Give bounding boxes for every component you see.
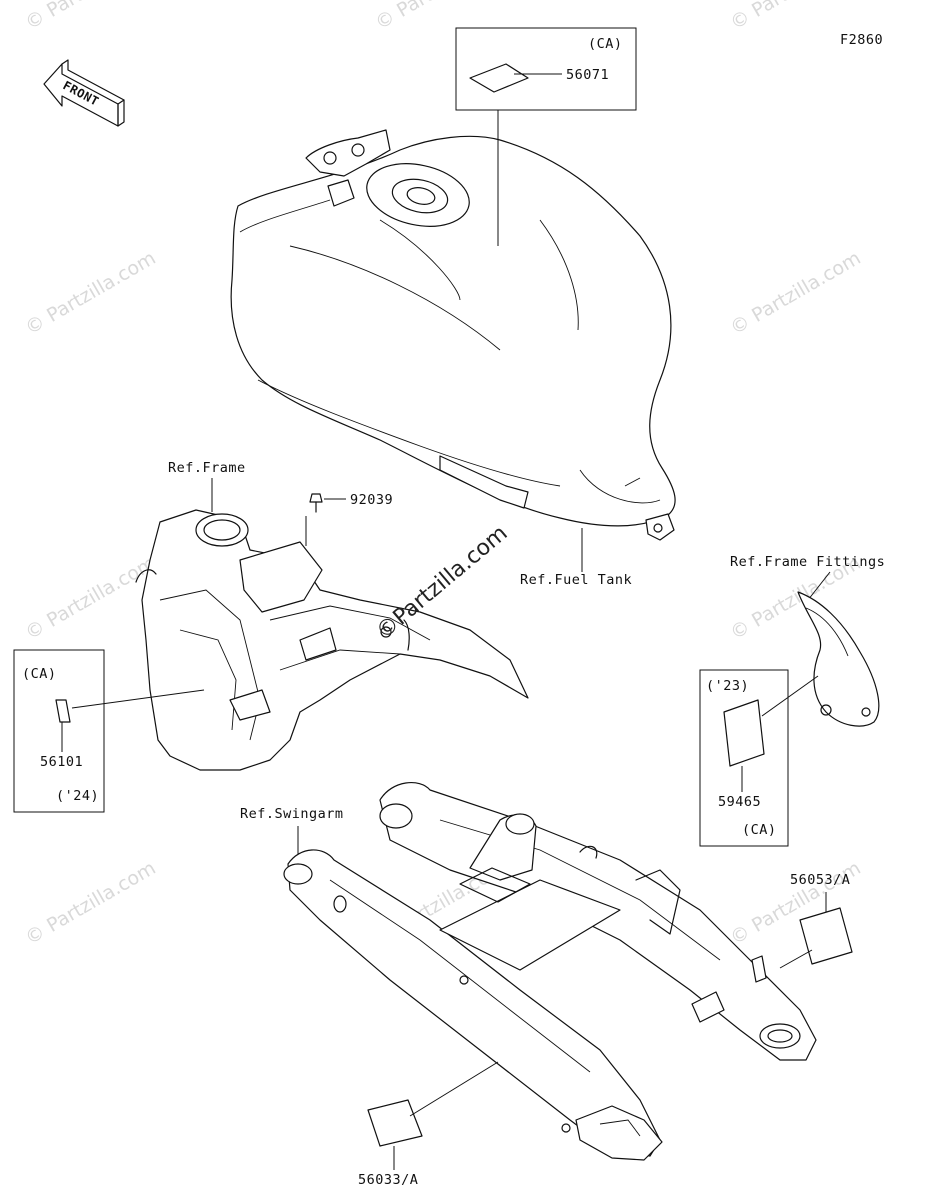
ref-swingarm-label: Ref.Swingarm <box>240 806 344 822</box>
decal-59465-icon <box>723 699 765 767</box>
part-number: 56101 <box>40 754 83 770</box>
ref-frame-fittings-label: Ref.Frame Fittings <box>730 554 885 570</box>
decal-56071-icon <box>469 63 529 93</box>
part-number: 92039 <box>350 492 393 508</box>
part-number: 59465 <box>718 794 761 810</box>
part-number: 56053/A <box>790 872 850 888</box>
label-59465-callout: ('23) 59465 (CA) <box>699 669 819 847</box>
label-56033-callout: 56033/A <box>358 1061 499 1188</box>
ref-fuel-tank-label: Ref.Fuel Tank <box>520 572 632 588</box>
watermark: © Partzilla.com <box>22 857 160 949</box>
watermark: © Partzilla.com <box>372 0 510 34</box>
decal-56053-icon <box>799 907 853 965</box>
diagram-code: F2860 <box>840 32 883 48</box>
callout-note: (CA) <box>588 36 623 52</box>
callout-box <box>455 27 637 111</box>
fuel-tank <box>230 129 676 541</box>
watermark: © Partzilla.com <box>22 0 160 34</box>
decal-56101-icon <box>55 699 71 723</box>
watermark: © Partzilla.com <box>727 0 865 34</box>
front-arrow-icon: FRONT <box>43 59 125 127</box>
frame-fittings: Ref.Frame Fittings <box>730 554 885 727</box>
callout-note: ('23) <box>706 678 749 694</box>
decal-56033-icon <box>367 1099 423 1147</box>
label-56053-callout: 56053/A <box>779 872 853 969</box>
callout-box <box>699 669 789 847</box>
watermark: © Partzilla.com <box>22 247 160 339</box>
swingarm: Ref.Swingarm <box>240 782 817 1161</box>
part-number: 56071 <box>566 67 609 83</box>
frame: Ref.Frame 92039 <box>135 460 529 771</box>
callout-note: (CA) <box>742 822 777 838</box>
callout-box <box>13 649 105 813</box>
ref-frame-label: Ref.Frame <box>168 460 246 476</box>
part-number: 56033/A <box>358 1172 418 1188</box>
bolt-92039-icon <box>309 493 346 513</box>
callout-note: (CA) <box>22 666 57 682</box>
label-56101-callout: (CA) 56101 ('24) <box>13 649 205 813</box>
callout-note: ('24) <box>56 788 99 804</box>
label-56071-callout: (CA) 56071 <box>455 27 637 246</box>
watermark: © Partzilla.com <box>727 247 865 339</box>
watermark: © Partzilla.com <box>22 552 160 644</box>
